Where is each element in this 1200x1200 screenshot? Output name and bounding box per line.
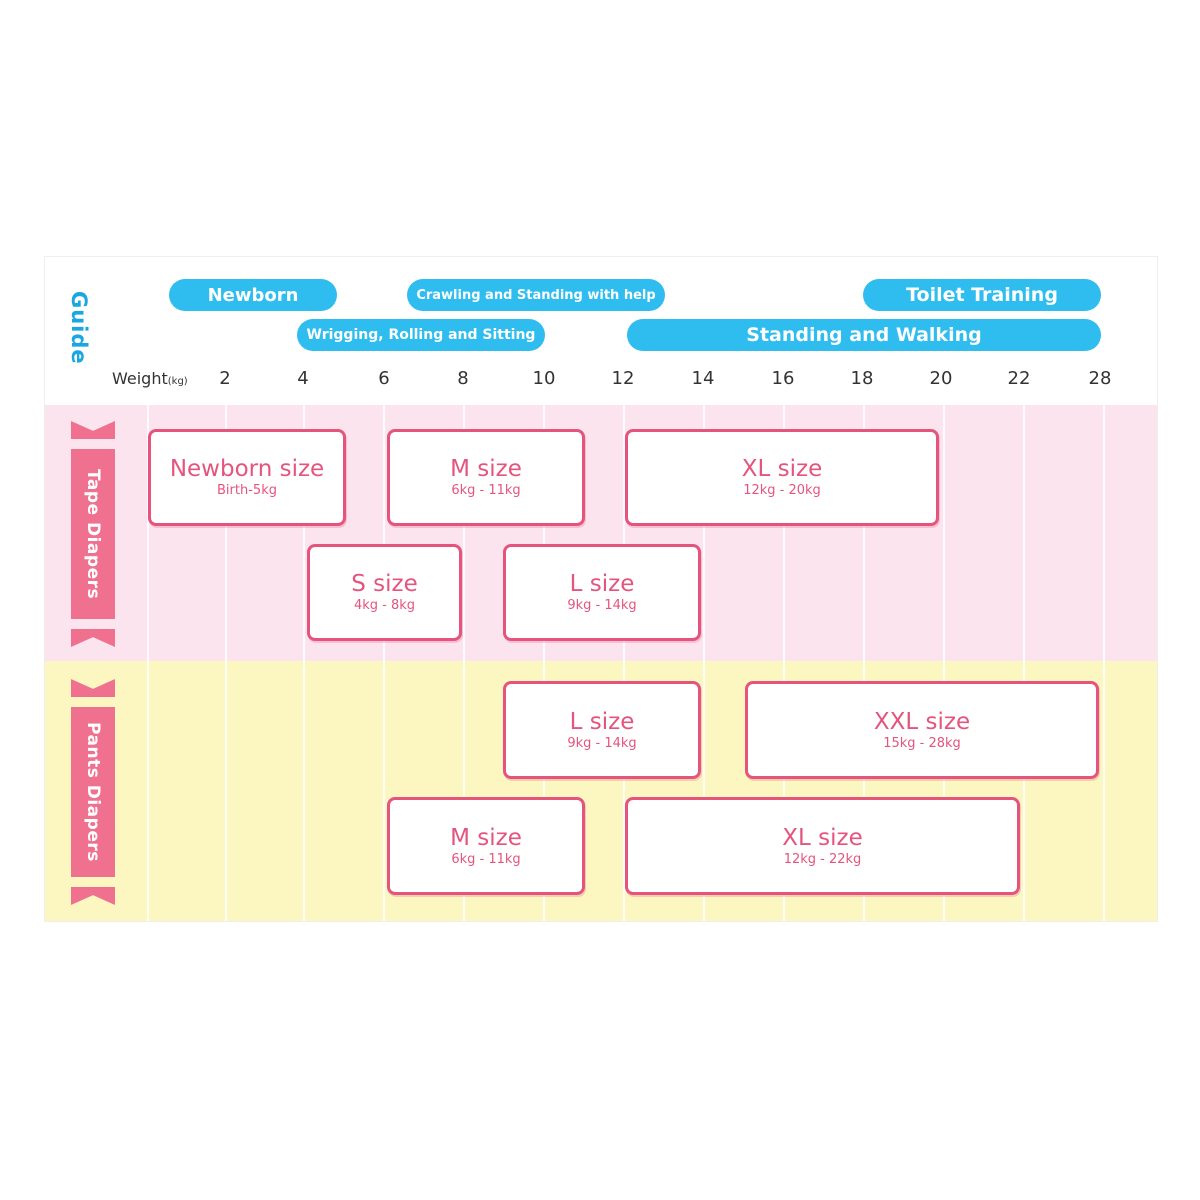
size-name: M size [450,824,522,851]
size-name: L size [569,571,635,597]
size-range: 4kg - 8kg [353,598,416,613]
stage-wriggling-rolling-sitting: Wrigging, Rolling and Sitting [297,319,545,351]
weight-axis-unit: (kg) [167,376,188,387]
weight-tick: 16 [771,368,795,389]
pants-l-size: L size 9kg - 14kg [503,681,701,779]
weight-tick: 14 [691,368,715,389]
pants-diapers-label: Pants Diapers [71,707,115,877]
size-range: 12kg - 22kg [783,851,862,867]
tape-diapers-label: Tape Diapers [71,449,115,619]
weight-axis-title: Weight(kg) [112,369,188,388]
weight-tick: 18 [850,368,874,389]
size-range: 15kg - 28kg [883,735,961,751]
grid-line [703,405,705,921]
size-range: 6kg - 11kg [451,851,521,867]
size-name: S size [351,571,418,597]
weight-tick: 4 [297,368,309,389]
size-name: XL size [741,456,823,482]
weight-tick: 12 [611,368,635,389]
stage-newborn: Newborn [169,279,337,311]
grid-line [225,405,227,921]
stage-standing-walking: Standing and Walking [627,319,1101,351]
grid-line [543,405,545,921]
size-range: Birth-5kg [217,483,277,498]
weight-tick: 10 [532,368,556,389]
tape-newborn-size: Newborn size Birth-5kg [148,429,346,526]
pants-xl-size: XL size 12kg - 22kg [625,797,1020,895]
size-range: 9kg - 14kg [567,598,637,613]
size-name: L size [569,708,635,735]
grid-line [943,405,945,921]
tape-m-size: M size 6kg - 11kg [387,429,585,526]
weight-tick: 28 [1088,368,1112,389]
size-guide-panel: Guide Newborn Wrigging, Rolling and Sitt… [44,256,1158,922]
tape-xl-size: XL size 12kg - 20kg [625,429,939,526]
weight-axis-label: Weight [112,369,168,388]
size-name: XXL size [873,708,971,735]
grid-line [1023,405,1025,921]
weight-tick: 2 [219,368,231,389]
grid-line [303,405,305,921]
size-name: M size [450,456,522,482]
grid-line [147,405,149,921]
stage-crawling-standing: Crawling and Standing with help [407,279,665,311]
grid-line [463,405,465,921]
pants-xxl-size: XXL size 15kg - 28kg [745,681,1099,779]
grid-line [1103,405,1105,921]
weight-tick: 20 [929,368,953,389]
size-range: 12kg - 20kg [743,483,821,498]
grid-line [863,405,865,921]
size-range: 6kg - 11kg [451,483,521,498]
grid-line [623,405,625,921]
weight-tick: 8 [457,368,469,389]
stage-toilet-training: Toilet Training [863,279,1101,311]
size-range: 9kg - 14kg [567,735,637,751]
weight-tick: 22 [1007,368,1031,389]
tape-s-size: S size 4kg - 8kg [307,544,462,641]
grid-line [383,405,385,921]
size-name: Newborn size [169,456,325,482]
pants-m-size: M size 6kg - 11kg [387,797,585,895]
grid-line [783,405,785,921]
weight-tick: 6 [378,368,390,389]
tape-l-size: L size 9kg - 14kg [503,544,701,641]
guide-title: Guide [67,291,91,365]
size-name: XL size [782,824,863,851]
